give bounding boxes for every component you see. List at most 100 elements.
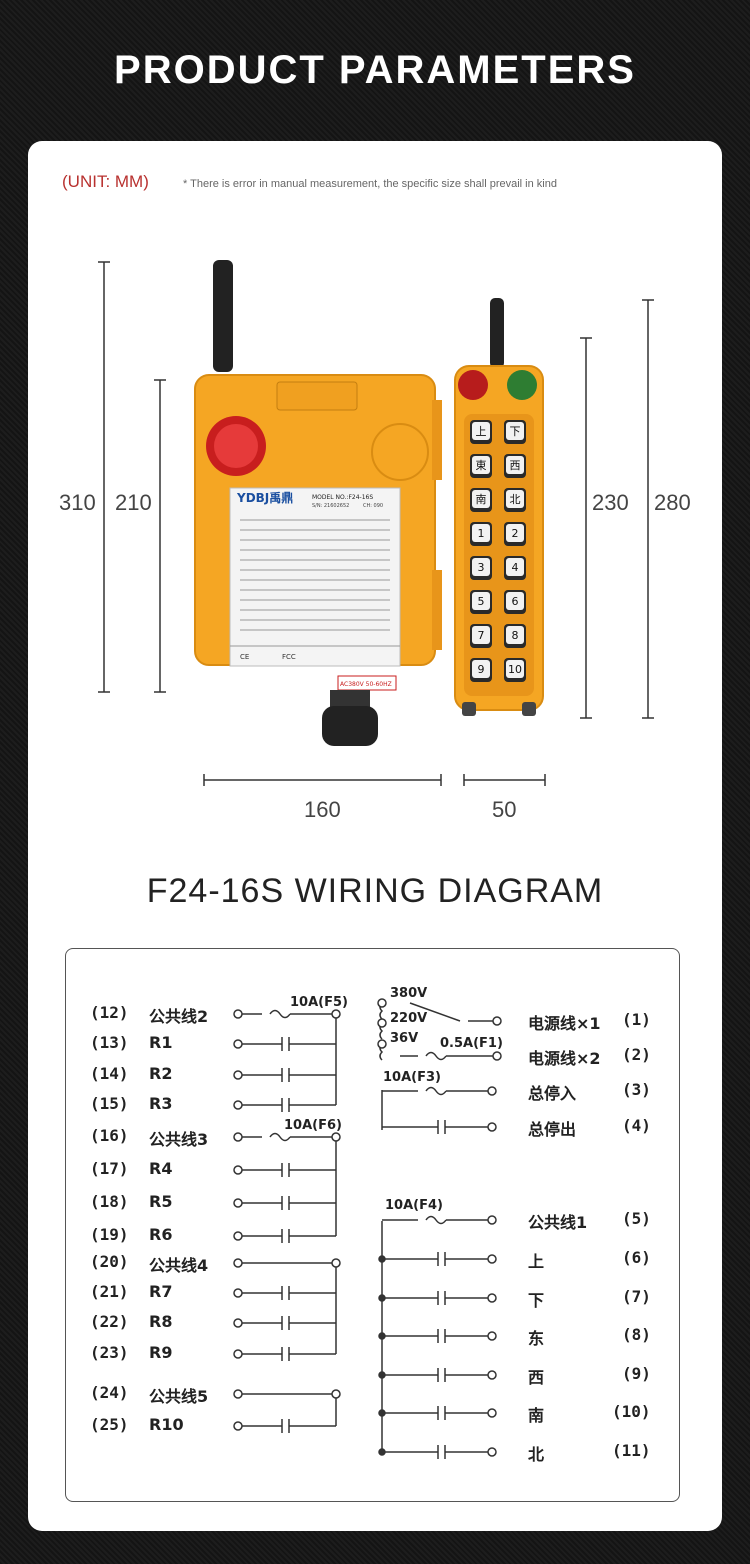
tx-button: 4 [504,556,526,580]
tx-button-label: 2 [512,527,519,540]
left-terminal-label: 公共线2 [149,1007,209,1026]
voltage-36: 36V [390,1031,419,1046]
receiver-model: MODEL NO.:F24-16S [312,494,373,501]
right-terminal-label: 公共线1 [528,1213,588,1232]
left-terminal-label: R5 [149,1192,173,1211]
right-terminal-label: 电源线×2 [528,1049,601,1068]
wiring-title: F24-16S WIRING DIAGRAM [146,872,604,910]
right-terminal-number: (7) [622,1287,651,1306]
right-terminal-label: 总停出 [528,1120,577,1139]
tx-button: 3 [470,556,492,580]
left-terminal-number: (24) [90,1383,129,1402]
fuse-f5: 10A(F5) [290,995,348,1010]
right-terminal-label: 西 [528,1368,545,1387]
left-terminal-number: (25) [90,1415,129,1434]
left-terminal-label: R8 [149,1312,173,1331]
right-terminal-label: 北 [528,1445,545,1464]
tx-button: 8 [504,624,526,648]
right-terminal-number: (3) [622,1080,651,1099]
left-terminal-number: (16) [90,1126,129,1145]
left-terminal-label: R9 [149,1343,173,1362]
fcc-mark: FCC [282,653,296,661]
left-rung [233,1419,336,1433]
left-rung [233,1347,336,1361]
right-terminal-label: 东 [528,1329,545,1348]
left-rung [233,1009,341,1019]
right-rung [382,1086,497,1096]
right-terminal-number: (6) [622,1248,651,1267]
ce-mark: CE [240,653,249,661]
tx-button-label: 下 [510,425,521,438]
tx-button: 南 [470,488,492,512]
left-terminal-number: (13) [90,1033,129,1052]
left-terminal-label: R10 [149,1415,184,1434]
fuse-f4: 10A(F4) [385,1198,443,1213]
left-terminal-label: R6 [149,1225,173,1244]
left-rung [233,1286,336,1300]
tx-button: 下 [504,420,526,444]
right-terminal-label: 下 [528,1291,545,1310]
right-terminal-number: (1) [622,1010,651,1029]
measurement-note: * There is error in manual measurement, … [183,178,557,190]
tx-button-label: 5 [478,595,485,608]
fuse-f6: 10A(F6) [284,1118,342,1133]
left-rung [233,1132,341,1142]
right-terminal-number: (8) [622,1325,651,1344]
tx-button-label: 9 [478,663,485,676]
left-terminal-label: 公共线4 [149,1256,209,1275]
tx-button-label: 上 [476,425,487,438]
left-rung [233,1229,336,1243]
wiring-diagram-box [65,948,680,1502]
tx-button: 上 [470,420,492,444]
left-terminal-number: (22) [90,1312,129,1331]
tx-button: 10 [504,658,526,682]
right-terminal-label: 总停入 [528,1084,577,1103]
left-rung [233,1098,336,1112]
dimension-160: 160 [304,797,341,822]
tx-button: 西 [504,454,526,478]
left-terminal-label: 公共线5 [149,1387,209,1406]
left-terminal-number: (12) [90,1003,129,1022]
left-terminal-number: (19) [90,1225,129,1244]
left-rung [233,1258,341,1268]
right-rung [378,1445,497,1459]
right-rung [378,1368,497,1382]
right-terminal-label: 电源线×1 [528,1014,601,1033]
receiver-ch: CH: 090 [363,503,383,509]
tx-button: 9 [470,658,492,682]
left-terminal-number: (20) [90,1252,129,1271]
right-terminal-number: (9) [622,1364,651,1383]
left-rung [233,1316,336,1330]
dimension-280: 280 [654,490,691,515]
left-terminal-number: (15) [90,1094,129,1113]
right-terminal-label: 上 [528,1252,545,1271]
tx-button-label: 4 [512,561,519,574]
tx-button-label: 6 [512,595,519,608]
right-terminal-label: 南 [528,1406,545,1425]
tx-button-label: 南 [476,493,487,506]
tx-button-label: 北 [510,493,521,506]
right-rung [378,1252,497,1266]
right-terminal-number: (10) [612,1402,651,1421]
unit-label: (UNIT: MM) [62,172,149,191]
voltage-220: 220V [390,1011,428,1026]
left-terminal-label: R2 [149,1064,173,1083]
right-rung [378,1406,497,1420]
dimension-230: 230 [592,490,629,515]
page-title: PRODUCT PARAMETERS [114,48,636,92]
tx-button-label: 西 [510,459,521,472]
right-terminal-number: (4) [622,1116,651,1135]
left-terminal-number: (21) [90,1282,129,1301]
tx-button: 5 [470,590,492,614]
fuse-f1: 0.5A(F1) [440,1036,503,1051]
left-rung [233,1196,336,1210]
voltage-label: AC380V 50-60HZ [340,681,392,688]
right-rung [382,1215,497,1225]
right-rung [378,1329,497,1343]
tx-button-label: 1 [478,527,485,540]
tx-button: 北 [504,488,526,512]
tx-button-label: 7 [478,629,485,642]
